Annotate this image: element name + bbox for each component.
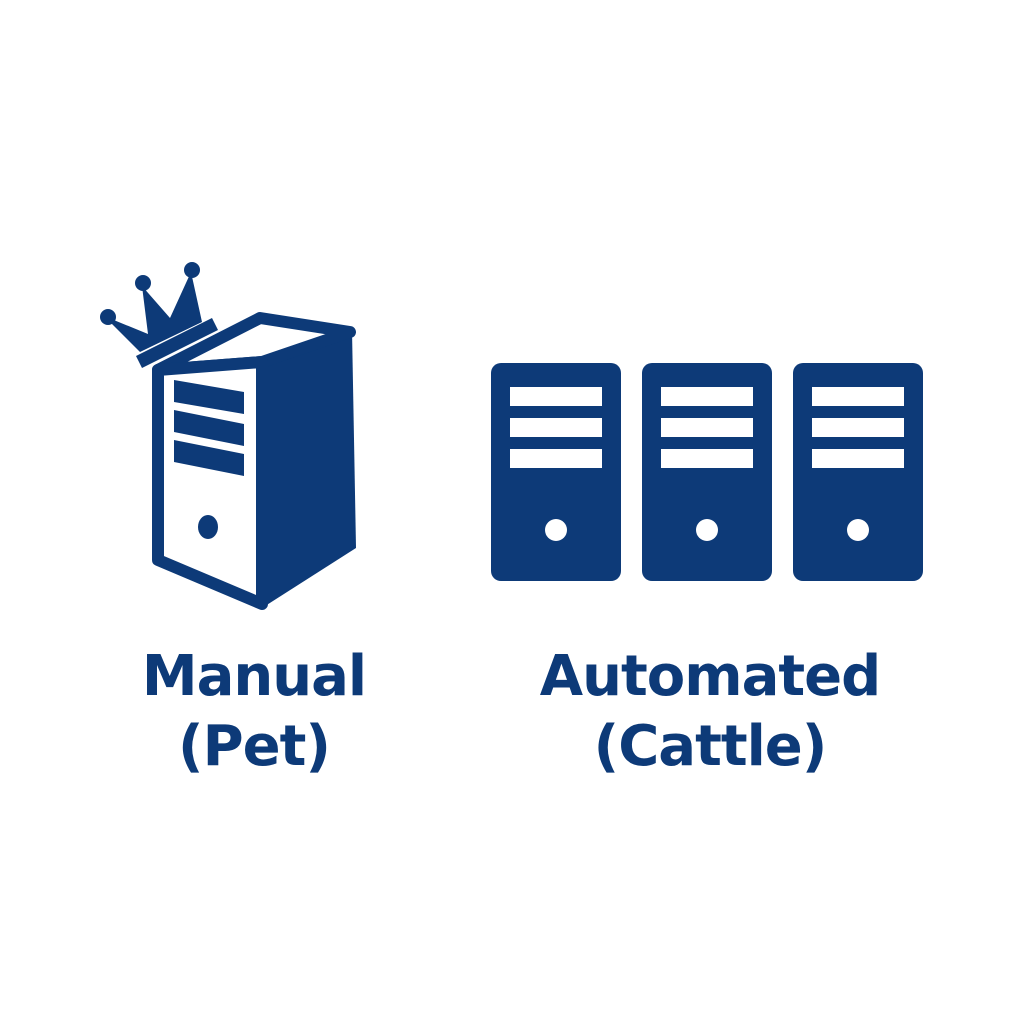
server-tower-icon (152, 312, 356, 610)
manual-label-line2: (Pet) (178, 714, 331, 779)
automated-label-line2: (Cattle) (593, 714, 828, 779)
drive-bay (661, 387, 753, 406)
server-icon (793, 363, 923, 581)
drive-bay (812, 387, 904, 406)
drive-bays (174, 380, 244, 476)
power-button-icon (545, 519, 567, 541)
automated-label: Automated (Cattle) (500, 642, 920, 782)
manual-label-line1: Manual (141, 644, 367, 709)
cattle-servers-group (491, 363, 923, 581)
drive-bay (510, 449, 602, 468)
server-icon (491, 363, 621, 581)
drive-bay (661, 449, 753, 468)
drive-bay (510, 418, 602, 437)
power-button-icon (847, 519, 869, 541)
automated-label-line1: Automated (539, 644, 881, 709)
power-button-icon (696, 519, 718, 541)
power-button-icon (198, 515, 218, 539)
crown-icon (100, 262, 218, 368)
manual-label: Manual (Pet) (104, 642, 404, 782)
pet-server-group (100, 262, 356, 610)
drive-bay (812, 418, 904, 437)
drive-bay (812, 449, 904, 468)
drive-bay (661, 418, 753, 437)
drive-bay (510, 387, 602, 406)
server-icon (642, 363, 772, 581)
